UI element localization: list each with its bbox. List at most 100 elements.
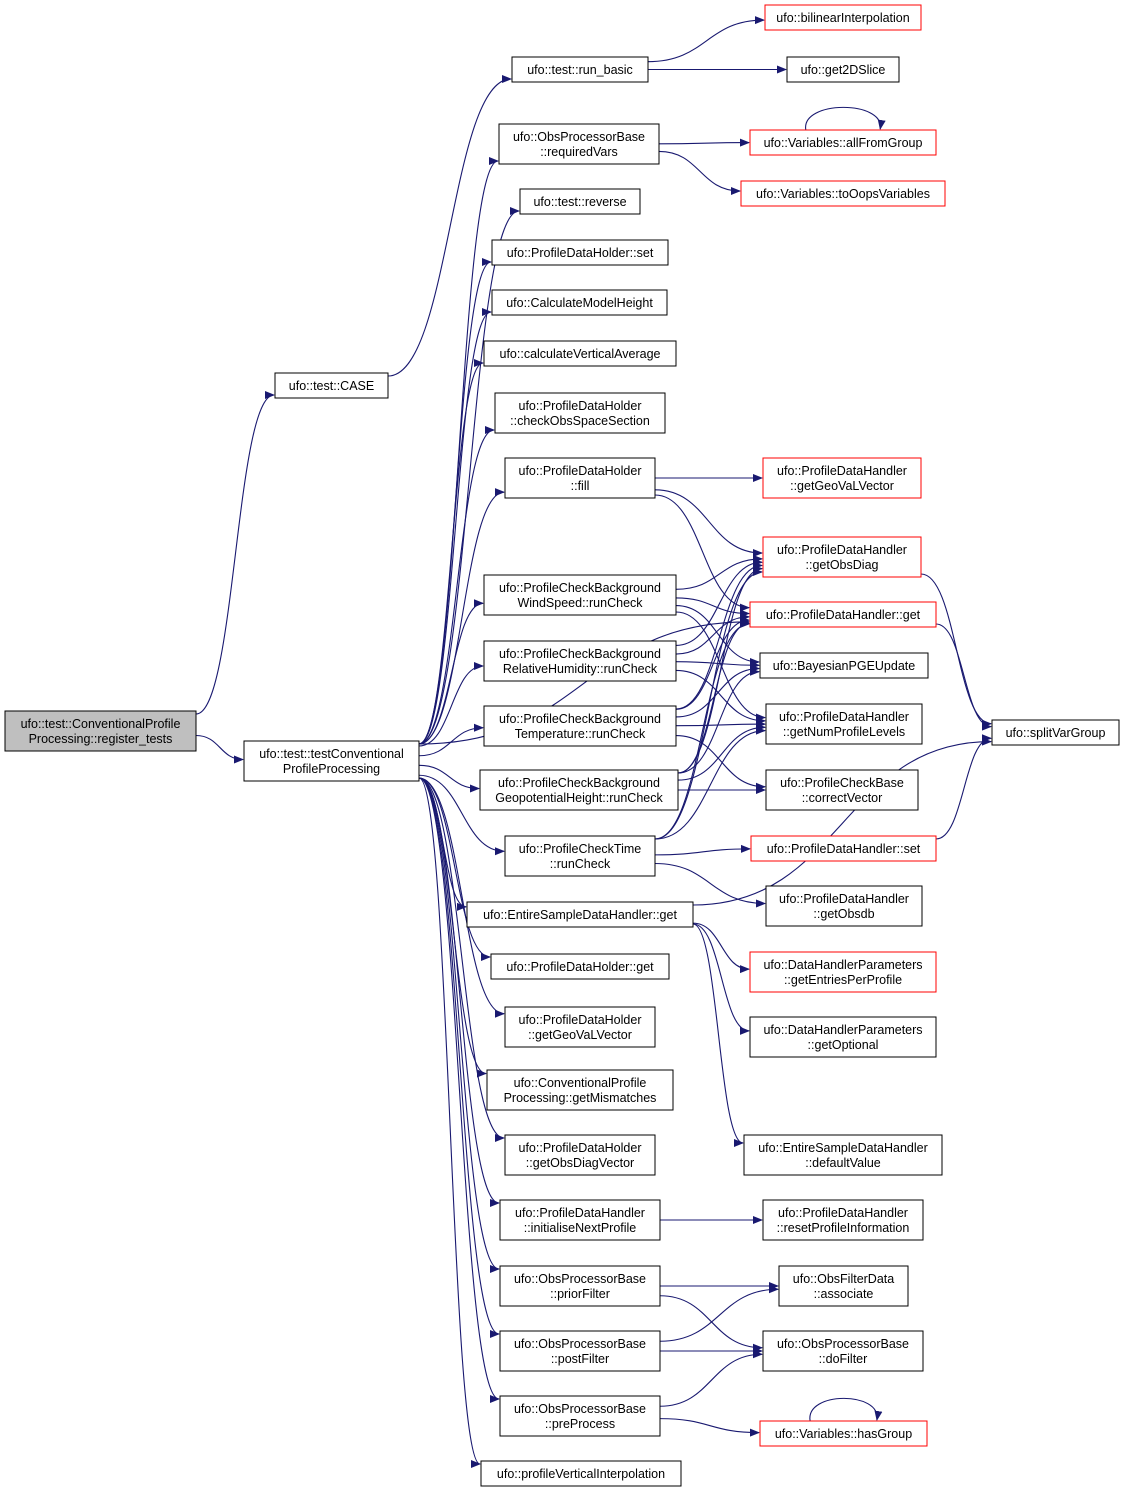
node-pdhset[interactable]: ufo::ProfileDataHandler::set [750,835,937,862]
node-label: ufo::ObsProcessorBase [514,1272,646,1286]
node-gobsdiag[interactable]: ufo::ProfileDataHandler::getObsDiag [762,536,922,578]
node-splitvg[interactable]: ufo::splitVarGroup [991,719,1120,746]
node-label: ufo::ProfileDataHolder [519,1013,642,1027]
node-calcva[interactable]: ufo::calculateVerticalAverage [483,340,677,367]
node-box [759,1420,928,1447]
edge-tcpp-ptime [418,774,505,856]
node-gobsdb[interactable]: ufo::ProfileDataHandler::getObsdb [765,885,923,927]
node-fill[interactable]: ufo::ProfileDataHolder::fill [504,457,656,499]
node-pdh_set[interactable]: ufo::ProfileDataHolder::set [491,239,669,266]
edge-gph-bayes [677,667,760,774]
node-bilinear[interactable]: ufo::bilinearInterpolation [764,4,922,31]
node-label: ::getObsdb [813,907,874,921]
edge-hasgrp-hasgrp [809,1397,883,1422]
edge-ws-gnpl [675,611,766,722]
node-defval[interactable]: ufo::EntireSampleDataHandler::defaultVal… [743,1134,943,1176]
node-run_basic[interactable]: ufo::test::run_basic [511,56,649,83]
node-assoc[interactable]: ufo::ObsFilterData::associate [778,1265,909,1307]
node-gnpl[interactable]: ufo::ProfileDataHandler::getNumProfileLe… [765,703,923,745]
node-label: ufo::ProfileDataHandler [777,543,907,557]
node-label: ::initialiseNextProfile [524,1221,637,1235]
node-rh[interactable]: ufo::ProfileCheckBackgroundRelativeHumid… [483,640,677,682]
node-tooops[interactable]: ufo::Variables::toOopsVariables [740,180,946,207]
edge-tcpp-pdholdget [418,777,491,961]
node-label: ufo::ProfileDataHolder [519,399,642,413]
node-prior[interactable]: ufo::ObsProcessorBase::priorFilter [499,1265,661,1307]
node-label: ::runCheck [550,857,611,871]
edge-temp-gobsdiag [675,561,763,710]
node-case[interactable]: ufo::test::CASE [274,372,389,399]
node-reqvars[interactable]: ufo::ObsProcessorBase::requiredVars [498,123,660,165]
edge-tcpp-prep [418,777,500,1403]
node-label: ufo::test::ConventionalProfile [21,717,181,731]
node-label: GeopotentialHeight::runCheck [495,791,663,805]
edge-fill-gobsdiag [654,489,763,558]
node-label: ::checkObsSpaceSection [510,414,650,428]
edge-tcpp-chkobs [418,426,495,745]
node-box [759,652,929,679]
node-box [483,574,677,616]
node-label: ufo::ProfileCheckBackground [499,712,661,726]
node-calcmh[interactable]: ufo::CalculateModelHeight [491,289,668,316]
node-label: ufo::test::run_basic [527,63,633,77]
node-ws[interactable]: ufo::ProfileCheckBackgroundWindSpeed::ru… [483,574,677,616]
node-label: ufo::ObsProcessorBase [514,1337,646,1351]
node-cpmis[interactable]: ufo::ConventionalProfileProcessing::getM… [486,1069,674,1111]
node-pdhggvv[interactable]: ufo::ProfileDataHolder::getGeoVaLVector [504,1006,656,1048]
node-label: Processing::register_tests [29,732,173,746]
node-box [786,56,900,83]
node-bayes[interactable]: ufo::BayesianPGEUpdate [759,652,929,679]
node-godv[interactable]: ufo::ProfileDataHolder::getObsDiagVector [504,1134,656,1176]
node-label: ufo::ObsProcessorBase [777,1337,909,1351]
node-esget[interactable]: ufo::EntireSampleDataHandler::get [466,901,694,928]
node-label: ::postFilter [551,1352,609,1366]
node-box [490,953,670,980]
node-tcpp[interactable]: ufo::test::testConventionalProfileProces… [243,740,420,782]
node-pvi[interactable]: ufo::profileVerticalInterpolation [480,1460,682,1487]
node-gepp[interactable]: ufo::DataHandlerParameters::getEntriesPe… [749,951,937,993]
node-box [480,1460,682,1487]
node-label: ufo::ProfileCheckBase [780,776,904,790]
node-box [762,536,922,578]
node-post[interactable]: ufo::ObsProcessorBase::postFilter [499,1330,661,1372]
node-label: ufo::calculateVerticalAverage [500,347,661,361]
node-label: ufo::ProfileDataHandler [779,892,909,906]
node-gph[interactable]: ufo::ProfileCheckBackgroundGeopotentialH… [479,769,679,811]
node-allfrom[interactable]: ufo::Variables::allFromGroup [749,129,937,156]
node-chkobs[interactable]: ufo::ProfileDataHolder::checkObsSpaceSec… [494,392,666,434]
edge-ws-gobsdiag [675,554,763,590]
node-dofilt[interactable]: ufo::ObsProcessorBase::doFilter [762,1330,924,1372]
node-label: Processing::getMismatches [504,1091,657,1105]
node-box [504,835,656,877]
node-reverse[interactable]: ufo::test::reverse [519,188,641,215]
node-label: ufo::BayesianPGEUpdate [773,659,915,673]
node-label: ufo::bilinearInterpolation [776,11,909,25]
node-ptime[interactable]: ufo::ProfileCheckTime::runCheck [504,835,656,877]
node-box [765,769,919,811]
node-corrvec[interactable]: ufo::ProfileCheckBase::correctVector [765,769,919,811]
edge-esget-gepp [692,922,750,974]
node-initnp[interactable]: ufo::ProfileDataHandler::initialiseNextP… [499,1199,661,1241]
edge-pdhset-splitvg [935,734,992,840]
node-get2d[interactable]: ufo::get2DSlice [786,56,900,83]
node-box [762,1330,924,1372]
node-prep[interactable]: ufo::ObsProcessorBase::preProcess [499,1395,661,1437]
node-gopt[interactable]: ufo::DataHandlerParameters::getOptional [749,1016,937,1058]
node-hasgrp[interactable]: ufo::Variables::hasGroup [759,1420,928,1447]
edge-tcpp-gph [418,764,480,793]
node-label: ufo::ProfileCheckBackground [498,776,660,790]
node-box [743,1134,943,1176]
node-label: ufo::profileVerticalInterpolation [497,1467,665,1481]
node-pdhget[interactable]: ufo::ProfileDataHandler::get [749,601,937,628]
edge-tcpp-post [418,777,500,1338]
node-pdholdget[interactable]: ufo::ProfileDataHolder::get [490,953,670,980]
node-ggvv[interactable]: ufo::ProfileDataHandler::getGeoVaLVector [762,457,922,499]
node-temp[interactable]: ufo::ProfileCheckBackgroundTemperature::… [483,705,677,747]
node-label: ::resetProfileInformation [777,1221,910,1235]
node-root[interactable]: ufo::test::ConventionalProfileProcessing… [4,710,197,752]
node-label: ufo::ConventionalProfile [514,1076,647,1090]
edge-temp-pdhget [675,616,750,710]
node-box [498,123,660,165]
node-resetpi[interactable]: ufo::ProfileDataHandler::resetProfileInf… [762,1199,924,1241]
node-label: ::getNumProfileLevels [783,725,905,739]
